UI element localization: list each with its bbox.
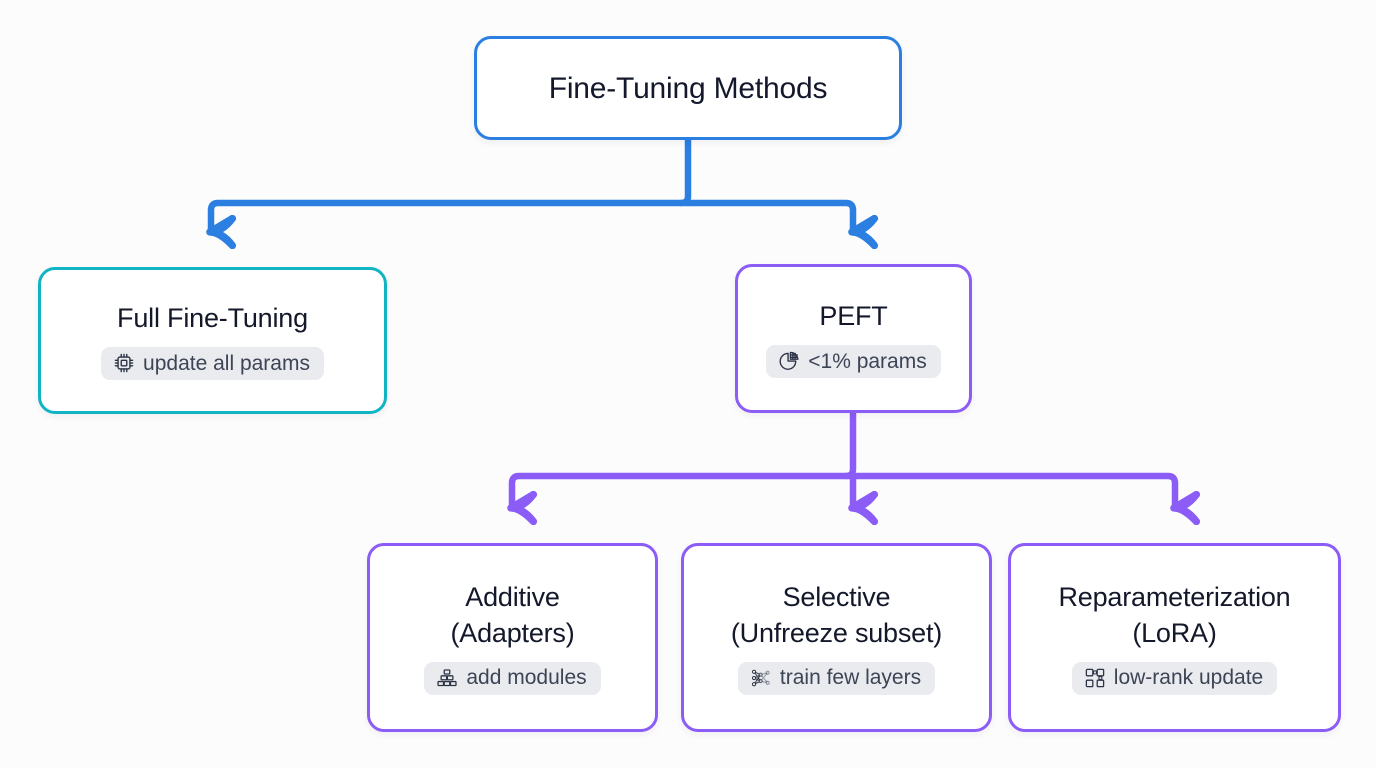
badge-update-all-params: update all params [101,347,324,381]
matrix-grid-icon [1084,667,1106,689]
node-additive-adapters[interactable]: Additive (Adapters) add modules [367,543,658,732]
badge-percent-params: <1% params [766,345,941,379]
node-title: Reparameterization (LoRA) [1058,582,1291,648]
node-title: Full Fine-Tuning [117,302,308,333]
edge-peft-to-additive [512,472,857,508]
badge-label: update all params [143,351,310,375]
edge-root-to-peft [684,199,853,232]
edge-peft-stem [842,409,857,480]
node-peft[interactable]: PEFT <1% params [735,264,972,413]
edge-root-to-full [211,199,692,232]
badge-label: train few layers [779,666,922,690]
badge-train-few-layers: train few layers [737,661,936,695]
node-selective-unfreeze-subset[interactable]: Selective (Unfreeze subset) [681,543,992,732]
badge-low-rank-update: low-rank update [1071,661,1278,695]
node-fine-tuning-methods[interactable]: Fine-Tuning Methods [474,36,902,140]
pie-chart-icon [778,350,800,372]
badge-add-modules: add modules [424,661,601,695]
edge-peft-to-reparameterization [849,472,1175,508]
node-full-fine-tuning[interactable]: Full Fine-Tuning update all params [38,267,387,414]
stacked-blocks-icon [436,667,458,689]
node-title: PEFT [819,300,888,331]
node-title: Selective (Unfreeze subset) [730,582,943,648]
badge-label: <1% params [808,349,927,373]
cpu-chip-icon [113,352,135,374]
badge-label: add modules [466,666,587,690]
neural-network-icon [750,667,772,689]
badge-label: low-rank update [1113,666,1264,690]
node-title: Additive (Adapters) [450,582,575,648]
edge-root-stem [677,136,692,207]
node-title: Fine-Tuning Methods [548,71,828,105]
node-reparameterization-lora[interactable]: Reparameterization (LoRA) low-rank updat… [1008,543,1341,732]
